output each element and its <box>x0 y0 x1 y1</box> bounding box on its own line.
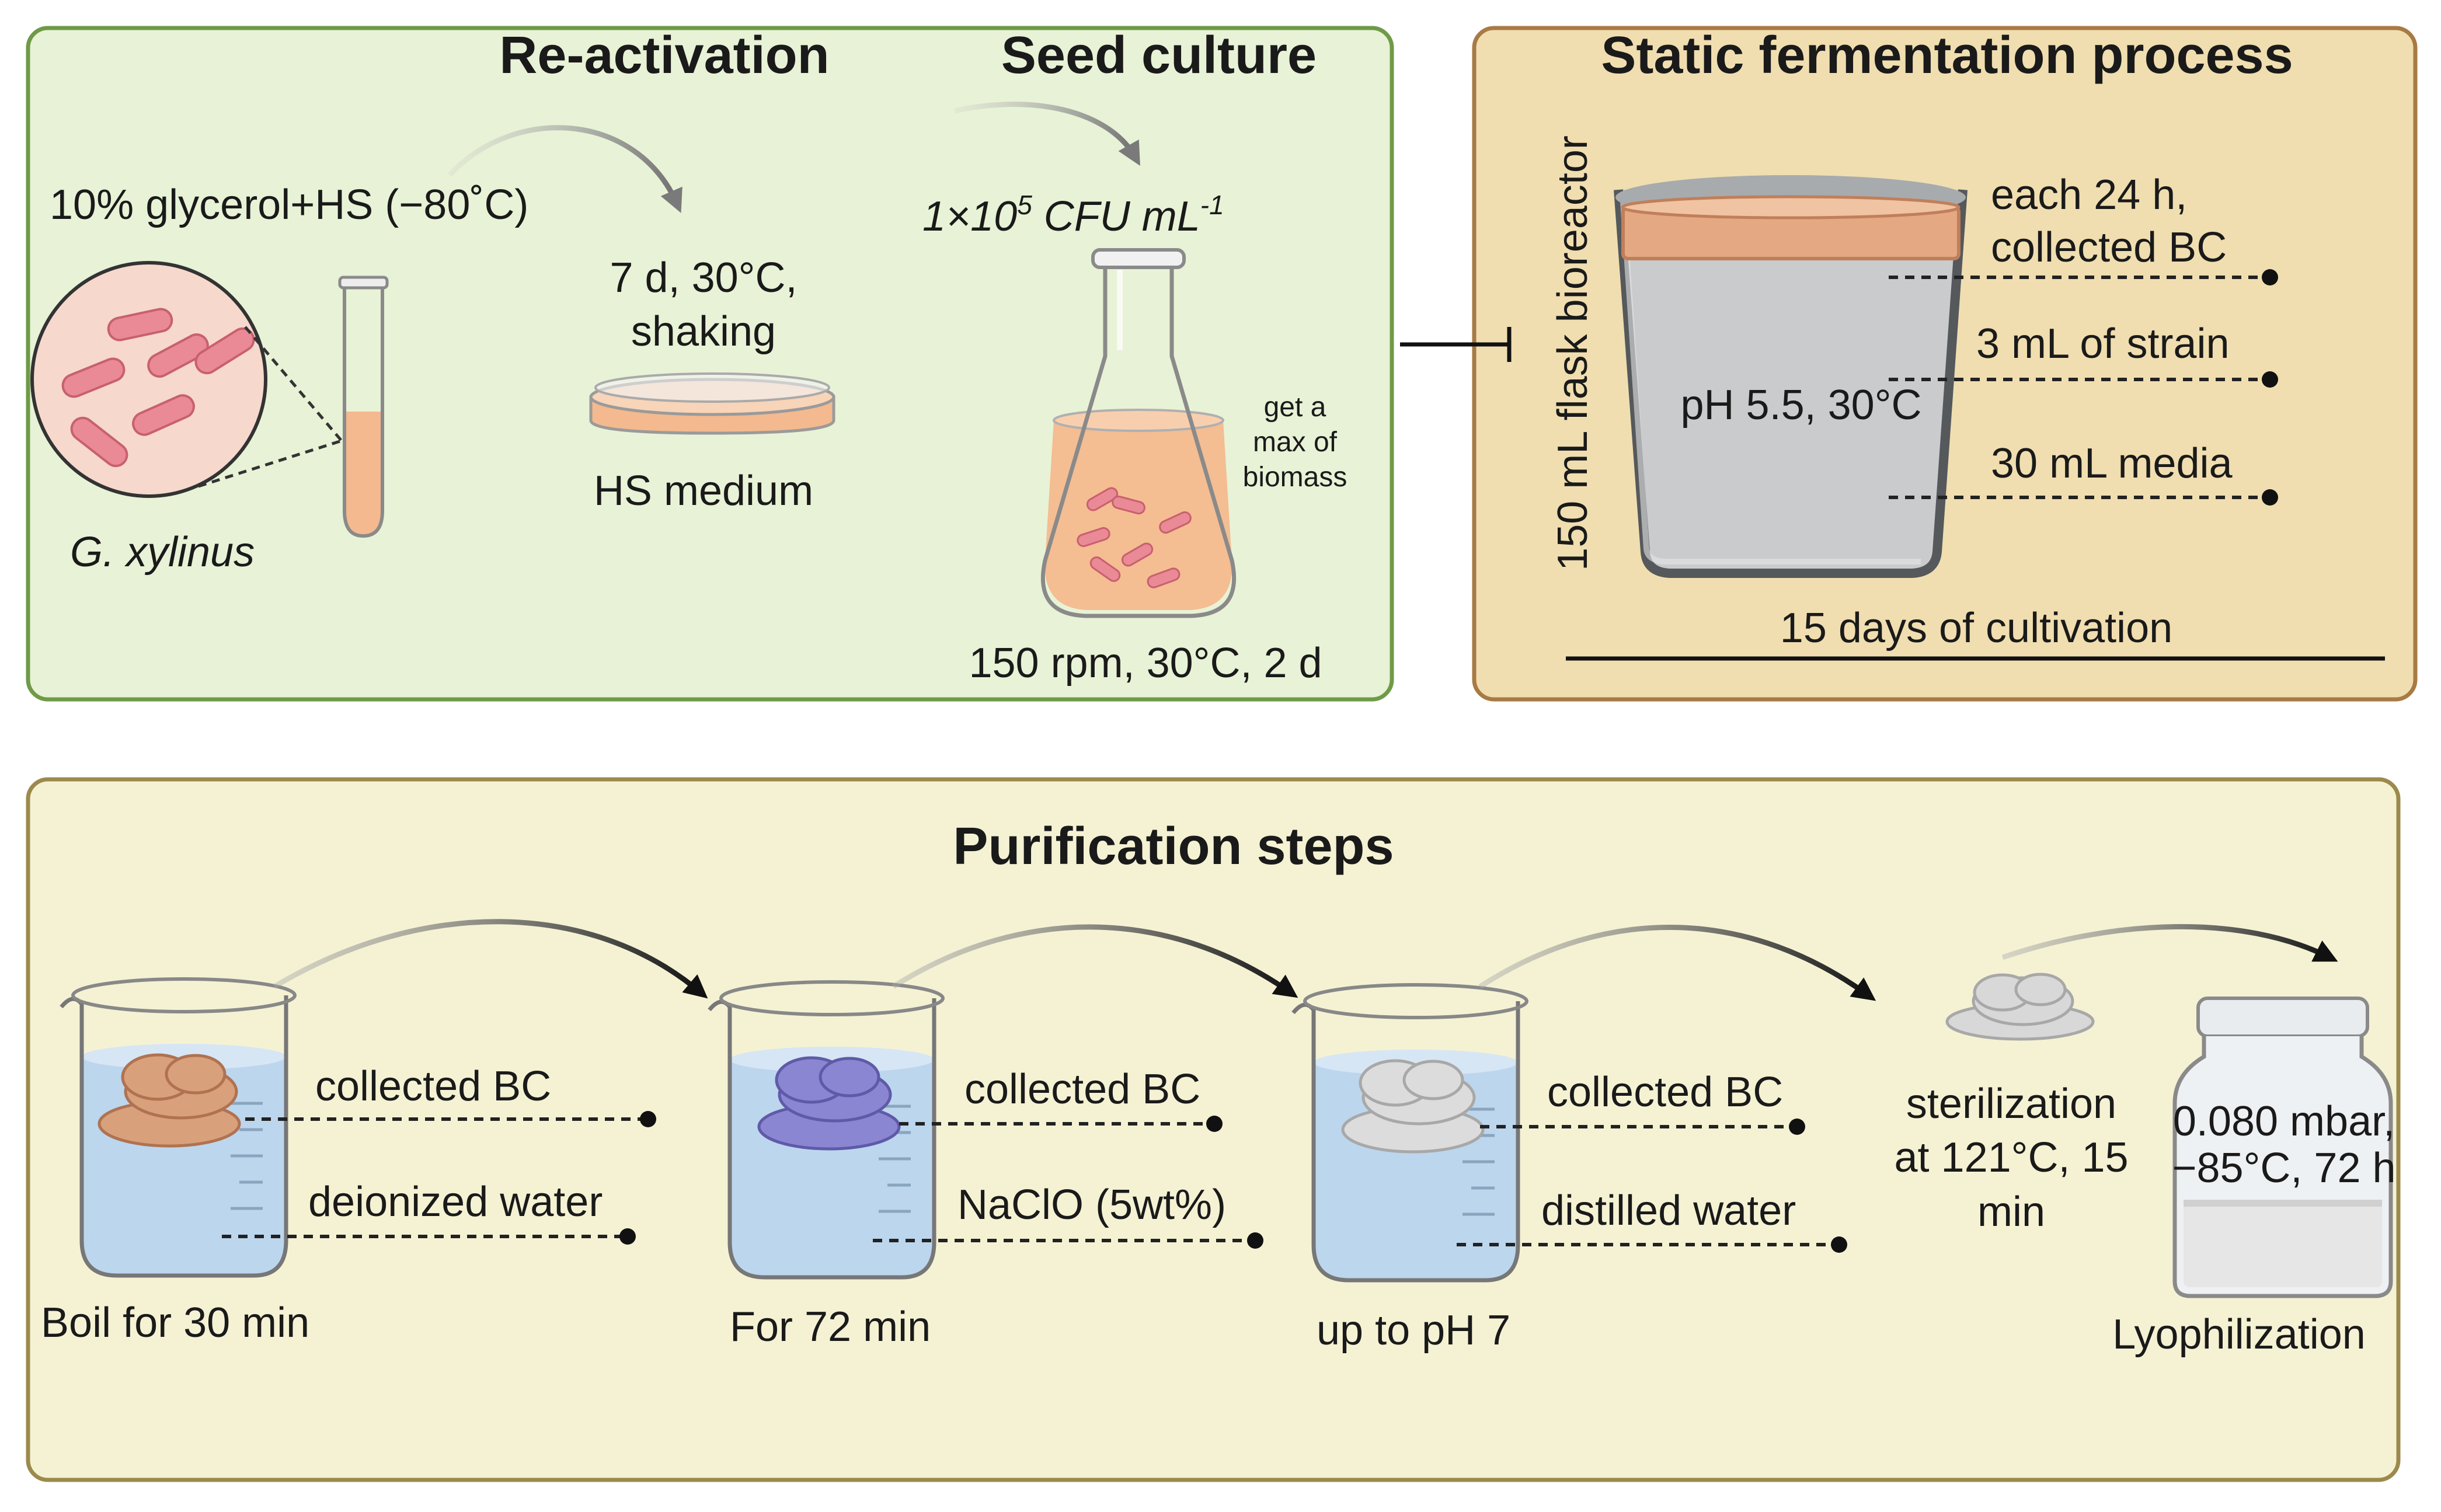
erlenmeyer-flask-icon <box>1040 248 1237 618</box>
purification-step-label-bottom: NaClO (5wt%) <box>957 1182 1226 1228</box>
fermentation-label-1: collected BC <box>1991 224 2227 271</box>
seed-note: biomass <box>1243 462 1347 493</box>
bc-pellicle <box>97 1053 241 1148</box>
vial-icon <box>2172 997 2393 1298</box>
vial-condition: 0.080 mbar, <box>2173 1098 2395 1145</box>
seed-culture-arrow <box>954 102 1140 166</box>
ph-label: pH 5.5, 30°C <box>1680 382 1921 428</box>
zoom-line <box>198 439 342 488</box>
purification-title: Purification steps <box>953 817 1394 876</box>
leader-dot <box>619 1228 636 1245</box>
test-tube-icon <box>338 276 389 538</box>
process-arrow <box>1478 925 1876 1001</box>
bc-pellicle <box>1341 1059 1485 1154</box>
fermentation-label-2: 3 mL of strain <box>1976 320 2230 367</box>
reactivation-arrow <box>447 125 682 213</box>
process-arrow <box>273 919 708 999</box>
purification-step-caption: For 72 min <box>730 1304 931 1350</box>
purification-step-caption: Boil for 30 min <box>41 1300 309 1346</box>
fermentation-label-3: 30 mL media <box>1991 440 2233 487</box>
sterilized-bc-icon <box>1945 973 2095 1041</box>
panel-connector <box>1400 327 1512 362</box>
bc-pellicle <box>757 1056 901 1151</box>
leader-dot <box>2262 269 2278 285</box>
petri-dish-icon <box>589 372 835 435</box>
lyophilization-label: Lyophilization <box>2112 1311 2366 1358</box>
purification-step-caption: up to pH 7 <box>1317 1307 1510 1354</box>
bioreactor-icon <box>1614 175 1968 578</box>
reactivation-title: Re-activation <box>499 26 829 85</box>
leader-dot <box>1247 1232 1263 1249</box>
leader-dot <box>1831 1236 1847 1253</box>
organism-label: G. xylinus <box>70 529 255 576</box>
purification-step-label-bottom: deionized water <box>308 1179 603 1225</box>
vial-condition: −85°C, 72 h <box>2172 1145 2395 1192</box>
fermentation-title: Static fermentation process <box>1601 26 2293 85</box>
process-arrow <box>892 924 1298 998</box>
beaker-icon <box>60 977 297 1278</box>
leader-dot <box>1206 1116 1223 1132</box>
storage-label: 10% glycerol+HS (−80˚C) <box>50 182 528 228</box>
vessel-label: 150 mL flask bioreactor <box>1549 135 1596 571</box>
seed-culture-title: Seed culture <box>1001 26 1317 85</box>
seed-condition: 150 rpm, 30°C, 2 d <box>969 640 1322 687</box>
reactivation-condition: 7 d, 30°C, <box>610 255 798 301</box>
sterilization-label: sterilization <box>1906 1081 2116 1127</box>
fermentation-label-1: each 24 h, <box>1991 172 2187 218</box>
seed-note: get a <box>1264 392 1326 423</box>
purification-step-label-bottom: distilled water <box>1541 1187 1796 1234</box>
medium-label: HS medium <box>594 468 813 514</box>
cultivation-duration: 15 days of cultivation <box>1780 605 2172 652</box>
leader-dot <box>2262 489 2278 506</box>
purification-step-label-top: collected BC <box>1547 1069 1783 1116</box>
process-arrow <box>2001 924 2338 962</box>
purification-step-label-top: collected BC <box>315 1063 551 1110</box>
leader-dot <box>640 1111 656 1127</box>
bacteria-magnifier <box>30 261 267 498</box>
sterilization-label: min <box>1977 1189 2045 1235</box>
concentration-label: 1×105 CFU mL-1 <box>922 190 1224 240</box>
leader-dot <box>1789 1119 1805 1135</box>
beaker-icon <box>1291 983 1528 1283</box>
purification-step-label-top: collected BC <box>964 1066 1200 1113</box>
beaker-icon <box>708 980 945 1280</box>
zoom-line <box>244 326 343 442</box>
leader-dot <box>2262 371 2278 388</box>
reactivation-condition: shaking <box>631 308 776 355</box>
seed-note: max of <box>1253 427 1338 458</box>
sterilization-label: at 121°C, 15 <box>1894 1134 2128 1181</box>
